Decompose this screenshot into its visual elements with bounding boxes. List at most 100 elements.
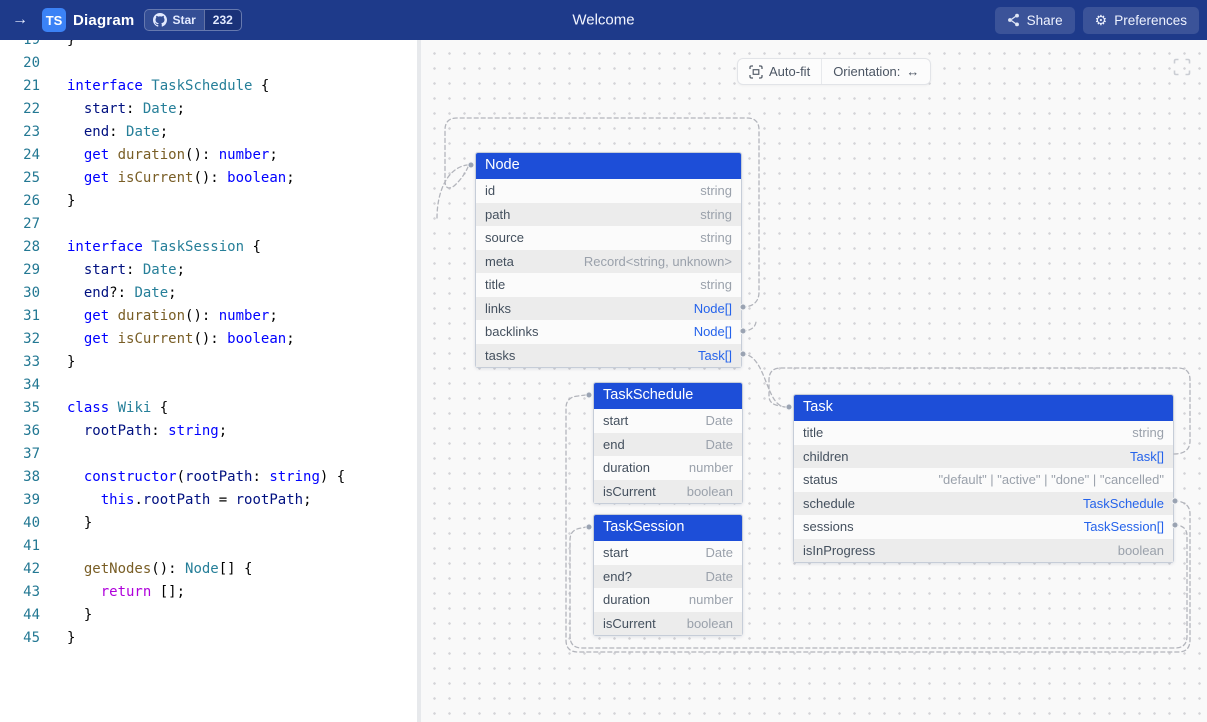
field-name: isCurrent: [603, 484, 656, 499]
line-number: 26: [0, 190, 40, 213]
code-text: end: Date;: [67, 121, 168, 144]
diagram-edges: [421, 40, 1207, 722]
code-text: get duration(): number;: [67, 305, 278, 328]
code-line[interactable]: 34: [0, 374, 417, 397]
code-line[interactable]: 41: [0, 535, 417, 558]
share-button[interactable]: Share: [995, 7, 1075, 34]
code-line[interactable]: 45}: [0, 627, 417, 650]
line-number: 40: [0, 512, 40, 535]
field-name: duration: [603, 460, 650, 475]
code-line[interactable]: 30 end?: Date;: [0, 282, 417, 305]
github-star-widget[interactable]: Star 232: [144, 9, 241, 31]
code-line[interactable]: 19}: [0, 40, 417, 52]
star-count: 232: [204, 10, 241, 30]
entity-tasksession[interactable]: TaskSessionstartDateend?Datedurationnumb…: [593, 514, 743, 636]
code-text: rootPath: string;: [67, 420, 227, 443]
code-line[interactable]: 27: [0, 213, 417, 236]
field-name: start: [603, 413, 628, 428]
collapse-editor-button[interactable]: →: [8, 9, 32, 31]
code-text: end?: Date;: [67, 282, 177, 305]
entity-field-row: status"default" | "active" | "done" | "c…: [794, 468, 1173, 492]
entity-field-row: isInProgressboolean: [794, 539, 1173, 563]
field-type: string: [700, 230, 732, 245]
field-type: boolean: [1118, 543, 1164, 558]
line-number: 43: [0, 581, 40, 604]
code-line[interactable]: 23 end: Date;: [0, 121, 417, 144]
preferences-button[interactable]: ⚙ Preferences: [1083, 7, 1199, 34]
entity-field-row: children Task[]: [794, 445, 1173, 469]
field-type-reference: Task[]: [698, 348, 732, 363]
code-line[interactable]: 33}: [0, 351, 417, 374]
code-line[interactable]: 36 rootPath: string;: [0, 420, 417, 443]
entity-field-row: sourcestring: [476, 226, 741, 250]
entity-field-row: backlinksNode[]: [476, 320, 741, 344]
code-line[interactable]: 21interface TaskSchedule {: [0, 75, 417, 98]
code-line[interactable]: 28interface TaskSession {: [0, 236, 417, 259]
field-name: children: [803, 449, 849, 464]
field-name: tasks: [485, 348, 515, 363]
diagram-canvas[interactable]: Auto-fit Orientation: ↔ Nodeidstringpath…: [421, 40, 1207, 722]
top-bar-right: Share ⚙ Preferences: [995, 7, 1199, 34]
entity-taskschedule[interactable]: TaskSchedulestartDateendDatedurationnumb…: [593, 382, 743, 504]
field-type-reference: Task[]: [1130, 449, 1164, 464]
code-line[interactable]: 43 return [];: [0, 581, 417, 604]
code-text: }: [67, 190, 75, 213]
code-line[interactable]: 29 start: Date;: [0, 259, 417, 282]
code-editor[interactable]: 19}2021interface TaskSchedule {22 start:…: [0, 40, 417, 722]
entity-field-row: scheduleTaskSchedule: [794, 492, 1173, 516]
line-number: 23: [0, 121, 40, 144]
code-text: interface TaskSchedule {: [67, 75, 269, 98]
code-line[interactable]: 39 this.rootPath = rootPath;: [0, 489, 417, 512]
field-name: start: [603, 545, 628, 560]
code-line[interactable]: 24 get duration(): number;: [0, 144, 417, 167]
code-line[interactable]: 31 get duration(): number;: [0, 305, 417, 328]
entity-title[interactable]: Node: [476, 153, 741, 179]
line-number: 35: [0, 397, 40, 420]
entity-title[interactable]: Task: [794, 395, 1173, 421]
code-lines: 19}2021interface TaskSchedule {22 start:…: [0, 40, 417, 650]
code-line[interactable]: 20: [0, 52, 417, 75]
code-text: return [];: [67, 581, 185, 604]
code-line[interactable]: 25 get isCurrent(): boolean;: [0, 167, 417, 190]
code-text: }: [67, 604, 92, 627]
field-type-reference: Node[]: [694, 301, 732, 316]
code-text: get duration(): number;: [67, 144, 278, 167]
code-line[interactable]: 35class Wiki {: [0, 397, 417, 420]
line-number: 20: [0, 52, 40, 75]
line-number: 39: [0, 489, 40, 512]
code-line[interactable]: 26}: [0, 190, 417, 213]
entity-field-row: startDate: [594, 541, 742, 565]
line-number: 25: [0, 167, 40, 190]
auto-fit-icon: [749, 65, 763, 79]
auto-fit-button[interactable]: Auto-fit: [738, 59, 821, 84]
entity-title[interactable]: TaskSchedule: [594, 383, 742, 409]
code-line[interactable]: 40 }: [0, 512, 417, 535]
code-line[interactable]: 44 }: [0, 604, 417, 627]
entity-title[interactable]: TaskSession: [594, 515, 742, 541]
code-line[interactable]: 32 get isCurrent(): boolean;: [0, 328, 417, 351]
code-line[interactable]: 37: [0, 443, 417, 466]
code-line[interactable]: 38 constructor(rootPath: string) {: [0, 466, 417, 489]
field-type: string: [1132, 425, 1164, 440]
github-icon: [153, 13, 167, 27]
code-line[interactable]: 42 getNodes(): Node[] {: [0, 558, 417, 581]
field-type: number: [689, 592, 733, 607]
orientation-button[interactable]: Orientation: ↔: [821, 59, 930, 84]
line-number: 28: [0, 236, 40, 259]
fullscreen-button[interactable]: [1171, 56, 1193, 81]
field-name: isCurrent: [603, 616, 656, 631]
connector-port: [468, 162, 474, 168]
code-text: this.rootPath = rootPath;: [67, 489, 312, 512]
code-line[interactable]: 22 start: Date;: [0, 98, 417, 121]
line-number: 29: [0, 259, 40, 282]
field-type: "default" | "active" | "done" | "cancell…: [938, 472, 1164, 487]
entity-node[interactable]: NodeidstringpathstringsourcestringmetaRe…: [475, 152, 742, 368]
share-icon: [1007, 13, 1020, 27]
line-number: 41: [0, 535, 40, 558]
github-star-button[interactable]: Star: [145, 10, 203, 30]
code-text: get isCurrent(): boolean;: [67, 167, 295, 190]
entity-task[interactable]: TasktitlestringchildrenTask[]status"defa…: [793, 394, 1174, 563]
code-text: }: [67, 351, 75, 374]
field-type: string: [700, 183, 732, 198]
